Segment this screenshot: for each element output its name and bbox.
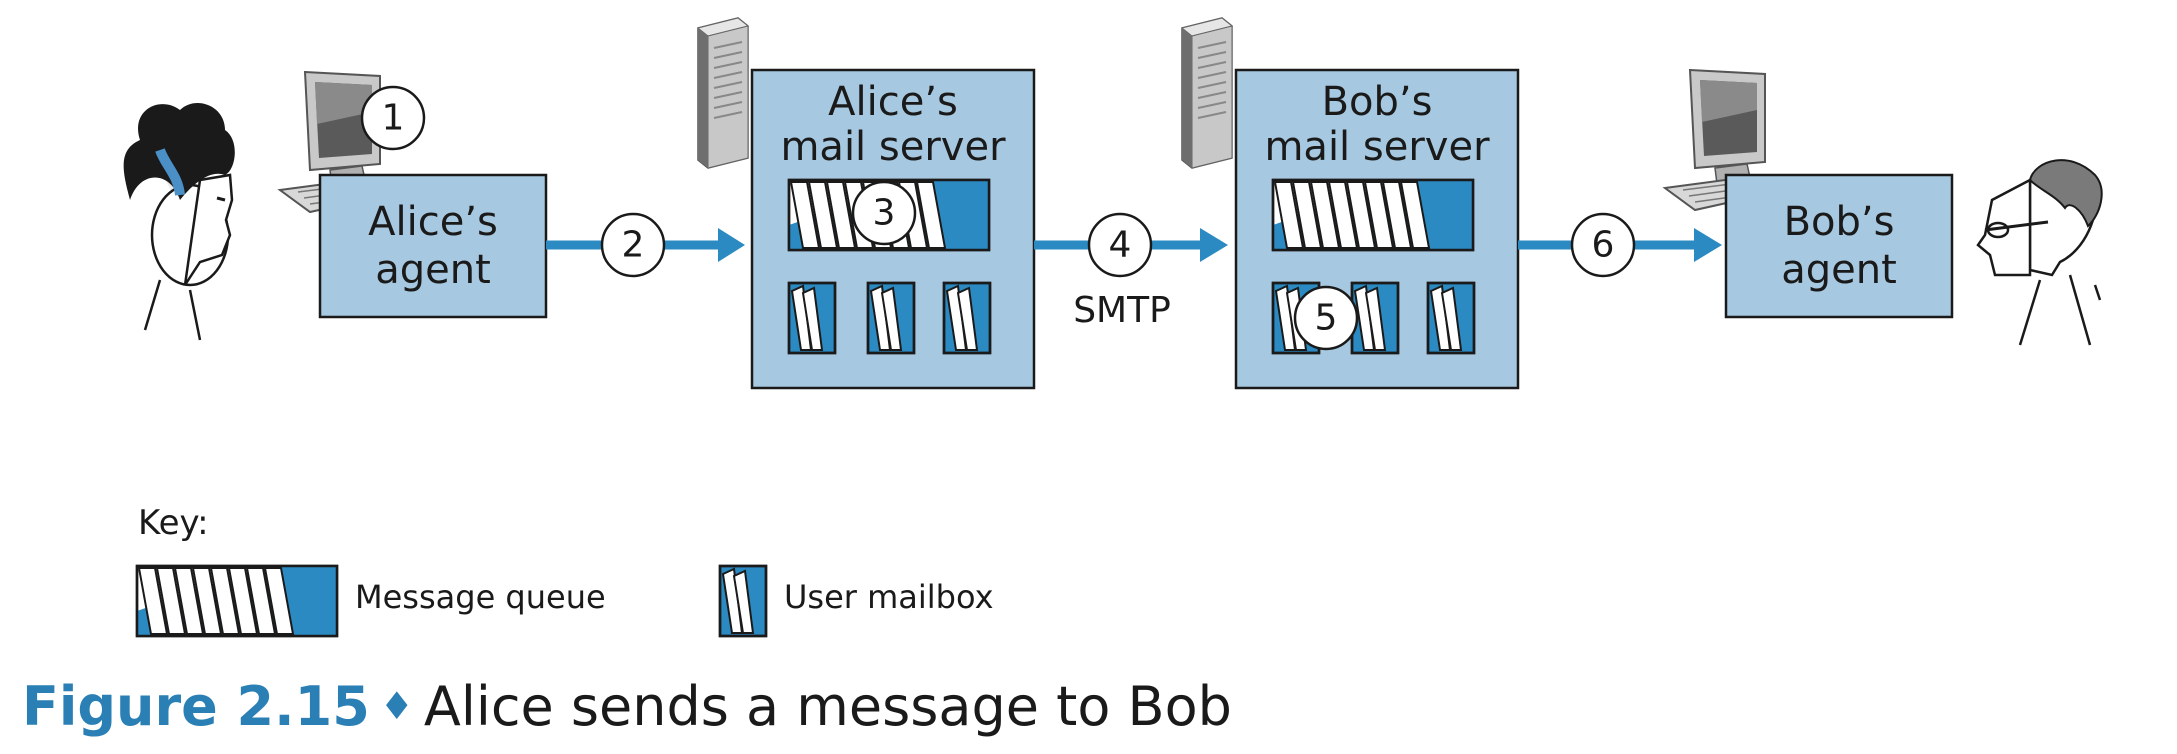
step-5-marker: 5 xyxy=(1293,285,1359,351)
step-1-marker: 1 xyxy=(360,85,426,151)
bob-agent-box: Bob’s agent xyxy=(1724,173,1954,319)
user-mailbox-icon xyxy=(866,281,916,355)
key-title: Key: xyxy=(138,503,209,543)
alice-server-label-line2: mail server xyxy=(780,124,1006,170)
step-6-marker: 6 xyxy=(1570,212,1636,278)
user-mailbox-key-label: User mailbox xyxy=(784,578,994,616)
smtp-label: SMTP xyxy=(1073,290,1171,331)
alice-agent-label-line1: Alice’s xyxy=(368,199,498,245)
svg-text:5: 5 xyxy=(1315,298,1338,339)
figure-number: Figure 2.15 xyxy=(22,675,370,738)
alice-agent-box: Alice’s agent xyxy=(318,173,548,319)
user-mailbox-icon xyxy=(1350,281,1400,355)
bob-agent-label-line1: Bob’s xyxy=(1784,199,1895,245)
user-mailbox-icon xyxy=(787,281,837,355)
svg-text:2: 2 xyxy=(622,225,645,266)
figure-caption-text: Alice sends a message to Bob xyxy=(423,675,1232,738)
message-queue-icon xyxy=(1271,178,1475,252)
svg-text:4: 4 xyxy=(1109,225,1132,266)
bob-server-label-line1: Bob’s xyxy=(1322,79,1433,125)
bob-server-label-line2: mail server xyxy=(1264,124,1490,170)
step-2-marker: 2 xyxy=(600,212,666,278)
alice-person-icon xyxy=(123,102,235,341)
svg-text:1: 1 xyxy=(382,98,405,139)
user-mailbox-icon xyxy=(942,281,992,355)
message-queue-key-label: Message queue xyxy=(355,578,606,616)
caption-separator-icon: ♦ xyxy=(379,684,414,728)
user-mailbox-key-icon xyxy=(718,564,768,638)
bob-agent-label-line2: agent xyxy=(1781,247,1897,293)
figure-caption: Figure 2.15♦Alice sends a message to Bob xyxy=(22,680,1232,734)
step-4-marker: 4 xyxy=(1087,212,1153,278)
alice-server-tower-icon xyxy=(697,17,749,169)
alice-agent-label-line2: agent xyxy=(375,247,491,293)
bob-person-icon xyxy=(1976,159,2103,346)
user-mailbox-icon xyxy=(1426,281,1476,355)
bob-server-tower-icon xyxy=(1181,17,1233,169)
diagram-key: Key: Message queue User mailbox xyxy=(135,503,994,638)
alice-server-label-line1: Alice’s xyxy=(828,79,958,125)
step-3-marker: 3 xyxy=(851,180,917,246)
message-queue-key-icon xyxy=(135,564,339,638)
svg-text:6: 6 xyxy=(1592,225,1615,266)
bob-mail-server-box: Bob’s mail server xyxy=(1234,68,1520,390)
svg-text:3: 3 xyxy=(873,193,896,234)
